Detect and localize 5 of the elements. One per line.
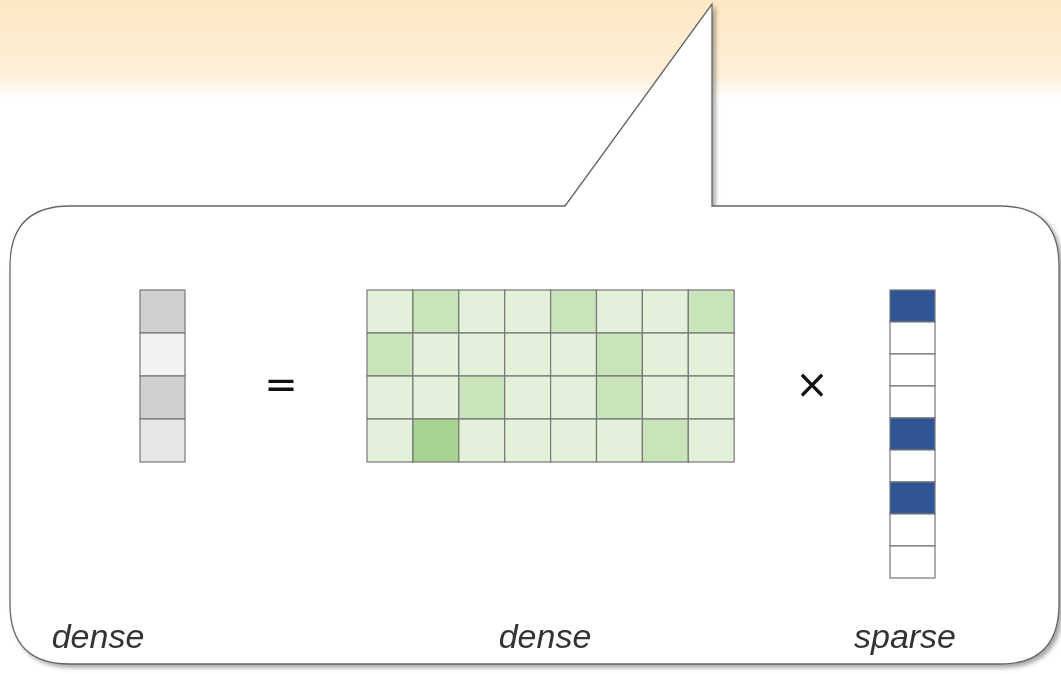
multiplication-sign: × xyxy=(795,364,829,404)
matrix-label: dense xyxy=(498,619,592,653)
equals-sign: = xyxy=(264,364,298,404)
matrix-label: dense xyxy=(51,619,145,653)
matrix-label: sparse xyxy=(853,619,957,653)
